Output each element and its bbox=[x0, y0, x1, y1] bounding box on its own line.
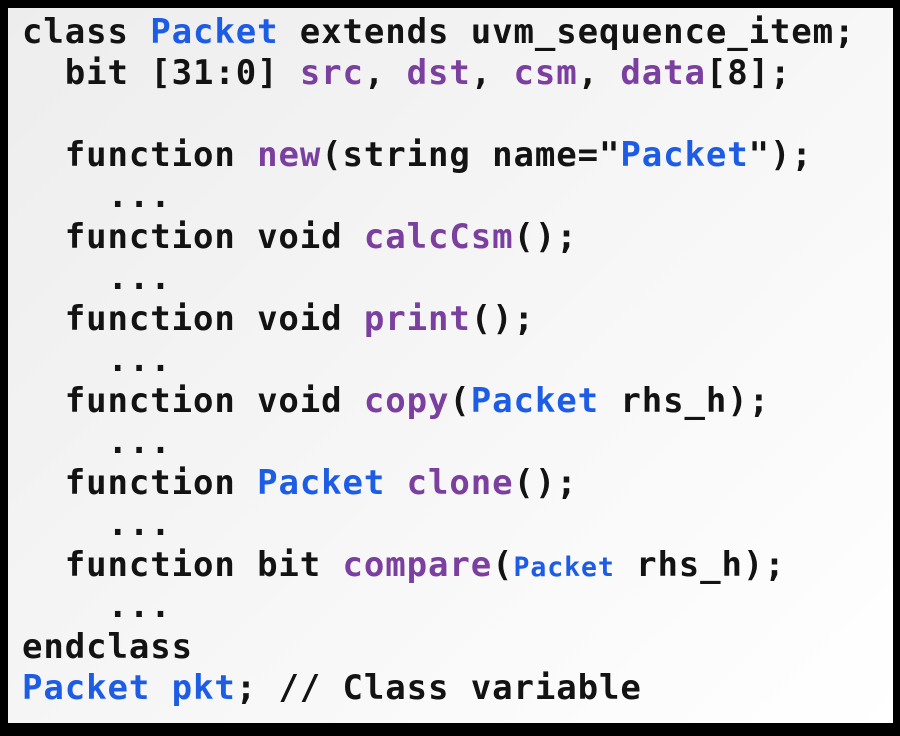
code-token: bit [31:0] bbox=[22, 53, 300, 93]
code-line: ... bbox=[22, 504, 893, 545]
code-box: class Packet extends uvm_sequence_item; … bbox=[8, 8, 893, 723]
code-line: ... bbox=[22, 586, 893, 627]
code-token: ; // Class variable bbox=[235, 668, 642, 708]
code-token: new bbox=[257, 135, 322, 175]
code-token: function bbox=[22, 135, 258, 175]
code-token: ... bbox=[22, 176, 172, 216]
code-line: class Packet extends uvm_sequence_item; bbox=[22, 12, 893, 53]
code-token: Packet bbox=[257, 463, 386, 503]
code-token: Packet bbox=[513, 552, 615, 583]
code-token: (); bbox=[513, 217, 578, 257]
code-token: print bbox=[363, 299, 471, 339]
code-token: copy bbox=[363, 381, 450, 421]
code-token: csm bbox=[513, 53, 578, 93]
code-token: rhs_h); bbox=[614, 545, 786, 585]
code-token: , bbox=[363, 53, 407, 93]
code-listing: class Packet extends uvm_sequence_item; … bbox=[22, 12, 893, 723]
code-token: (); bbox=[470, 299, 535, 339]
code-token: Packet pkt bbox=[22, 668, 236, 708]
code-token: function bbox=[22, 463, 258, 503]
code-token: ... bbox=[22, 340, 172, 380]
code-line: ... bbox=[22, 422, 893, 463]
code-line: Packet pkt; // Class variable bbox=[22, 668, 893, 709]
code-token: , bbox=[577, 53, 621, 93]
code-line: bit [31:0] src, dst, csm, data[8]; bbox=[22, 53, 893, 94]
code-token: Packet bbox=[150, 12, 279, 52]
code-token: function void bbox=[22, 381, 364, 421]
code-token: extends uvm_sequence_item; bbox=[278, 12, 856, 52]
code-token: calcCsm bbox=[363, 217, 514, 257]
code-token bbox=[385, 463, 406, 503]
code-line: function void copy(Packet rhs_h); bbox=[22, 381, 893, 422]
code-token: "); bbox=[748, 135, 813, 175]
code-line bbox=[22, 94, 893, 135]
code-token: compare bbox=[342, 545, 493, 585]
code-token: class bbox=[22, 12, 151, 52]
code-token: (); bbox=[513, 463, 578, 503]
code-line: ... bbox=[22, 258, 893, 299]
code-line: function new(string name="Packet"); bbox=[22, 135, 893, 176]
code-token: , bbox=[470, 53, 514, 93]
code-token: data bbox=[620, 53, 706, 93]
code-line: function Packet clone(); bbox=[22, 463, 893, 504]
code-line: ... bbox=[22, 176, 893, 217]
code-token: [8]; bbox=[705, 53, 792, 93]
code-token: ( bbox=[449, 381, 471, 421]
code-token: Packet bbox=[620, 135, 749, 175]
code-token: dst bbox=[406, 53, 471, 93]
code-token: (string name=" bbox=[321, 135, 621, 175]
code-token: Packet bbox=[470, 381, 599, 421]
code-token: function void bbox=[22, 299, 364, 339]
code-token: ... bbox=[22, 504, 172, 544]
code-token: rhs_h); bbox=[599, 381, 770, 421]
code-token: clone bbox=[406, 463, 514, 503]
code-token: ... bbox=[22, 586, 172, 626]
code-line: endclass bbox=[22, 627, 893, 668]
code-line: function bit compare(Packet rhs_h); bbox=[22, 545, 893, 586]
code-token: ... bbox=[22, 258, 172, 298]
code-token: endclass bbox=[22, 627, 193, 667]
code-token: src bbox=[299, 53, 364, 93]
code-line: function void print(); bbox=[22, 299, 893, 340]
code-line: ... bbox=[22, 340, 893, 381]
code-token: function void bbox=[22, 217, 364, 257]
code-token: function bit bbox=[22, 545, 343, 585]
code-line: function void calcCsm(); bbox=[22, 217, 893, 258]
code-token: ... bbox=[22, 422, 172, 462]
code-token: ( bbox=[492, 545, 514, 585]
